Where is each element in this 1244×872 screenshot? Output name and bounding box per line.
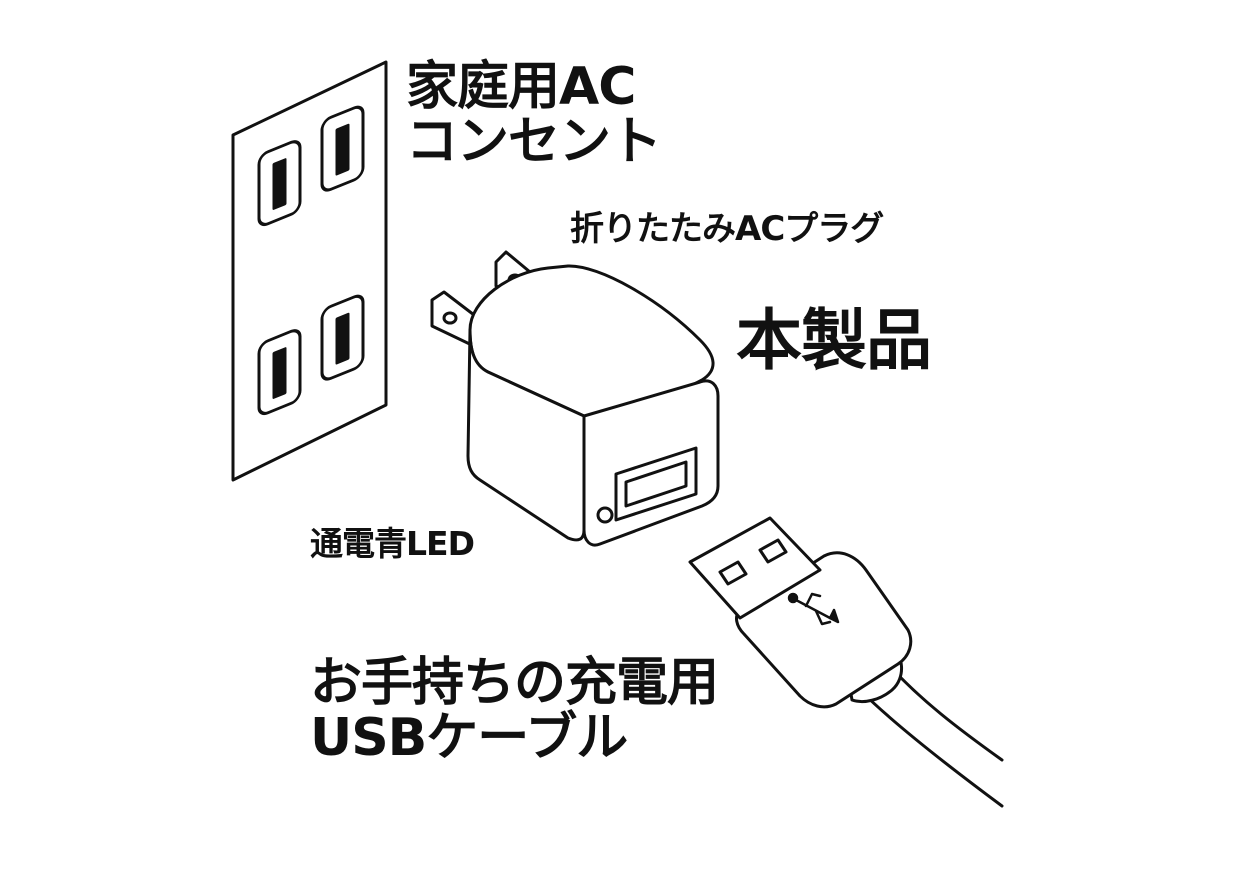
ac-adapter: [430, 250, 720, 547]
outlet-socket-upper: [257, 105, 365, 227]
connector-hole: [718, 560, 748, 586]
outlet-slot: [272, 158, 287, 210]
cable-label: お手持ちの充電用 USBケーブル: [310, 653, 719, 768]
adapter-side-face: [466, 328, 586, 542]
usb-trident-icon: [787, 592, 840, 626]
outlet-slot: [335, 312, 350, 365]
cable-cord: [884, 660, 1004, 762]
outlet-label-line1: 家庭用AC: [406, 57, 636, 117]
outlet-label-line2: コンセント: [406, 111, 662, 172]
cable-label-line1: お手持ちの充電用: [310, 653, 719, 713]
connector-hole: [758, 538, 788, 564]
outlet-slot: [272, 347, 287, 399]
outlet-slot: [335, 123, 350, 176]
usb-port: [614, 446, 698, 522]
outlet-socket-lower: [257, 294, 365, 416]
connector-metal-tip: [688, 516, 822, 620]
cable-label-line2: USBケーブル: [310, 707, 628, 768]
folding-plug-label: 折りたたみACプラグ: [570, 209, 884, 249]
usb-cable: [688, 516, 1004, 808]
power-led: [596, 506, 614, 524]
outlet-label: 家庭用AC コンセント: [406, 57, 662, 172]
led-label: 通電青LED: [310, 524, 475, 563]
wall-outlet: [231, 60, 388, 482]
product-label: 本製品: [736, 302, 932, 379]
